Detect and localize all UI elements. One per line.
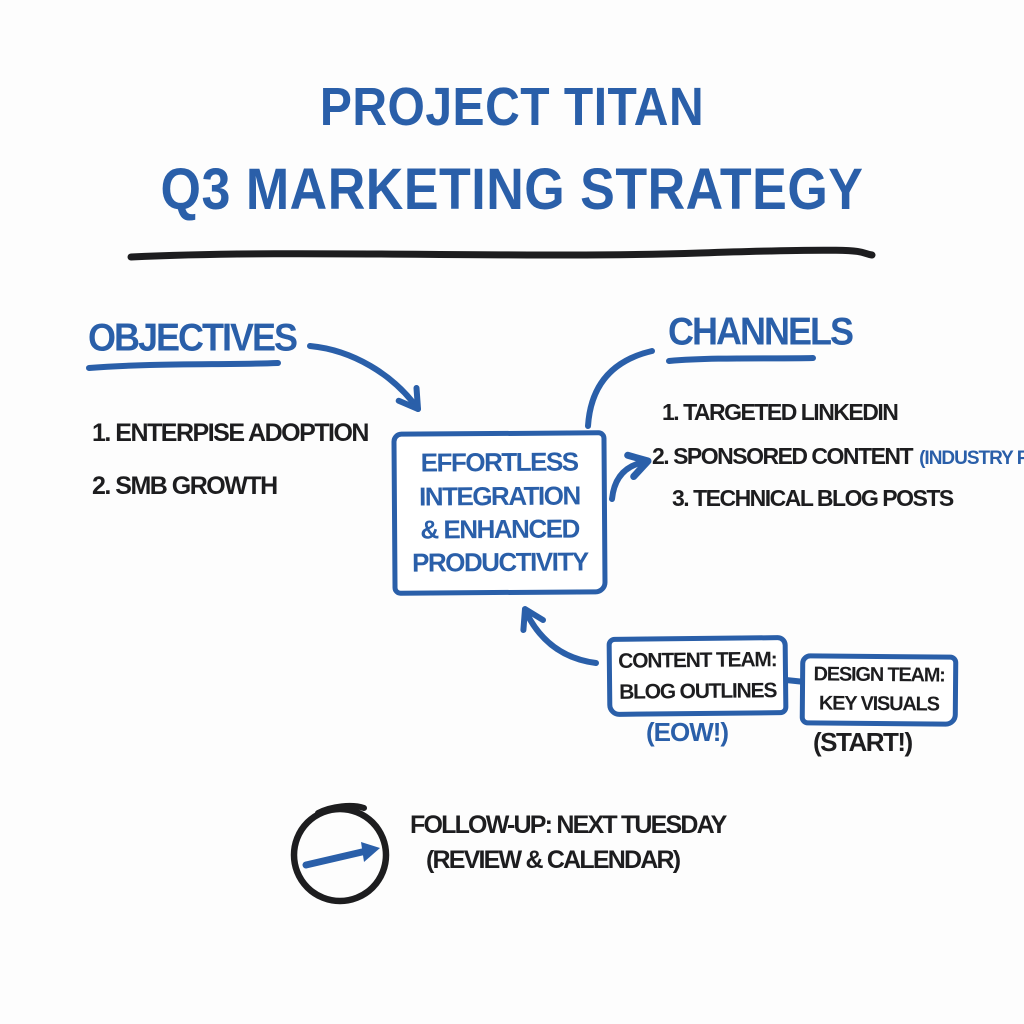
channels-item-2-note: (INDUSTRY PUBS): [919, 448, 1024, 469]
design-team-deliverable: KEY VISUALS: [818, 692, 939, 716]
value-prop-line-2: INTEGRATION: [418, 480, 580, 512]
channels-item-2: 2. SPONSORED CONTENT(INDUSTRY PUBS): [652, 443, 1024, 469]
content-team-box: CONTENT TEAM: BLOG OUTLINES: [606, 635, 789, 717]
circle-right-arrow-icon: [290, 802, 390, 905]
objectives-item-2: 2. SMB GROWTH: [92, 472, 278, 500]
followup-line1: FOLLOW-UP: NEXT TUESDAY: [410, 811, 727, 839]
objectives-to-box-arrow: [307, 343, 421, 412]
channels-item-1: 1. TARGETED LINKEDIN: [662, 399, 899, 425]
title-underline: [127, 246, 876, 261]
content-team-to-box-arrow: [520, 606, 599, 666]
content-team-title: CONTENT TEAM:: [618, 647, 777, 673]
value-prop-line-1: EFFORTLESS: [420, 446, 578, 479]
value-prop-box: EFFORTLESS INTEGRATION & ENHANCED PRODUC…: [391, 430, 608, 596]
channels-underline: [666, 355, 816, 364]
box-to-sponsored-arrow: [609, 451, 652, 502]
objectives-heading: OBJECTIVES: [88, 314, 298, 360]
value-prop-line-3: & ENHANCED: [420, 513, 579, 545]
channels-heading: CHANNELS: [668, 308, 854, 354]
box-to-channels-connector: [585, 348, 655, 429]
value-prop-line-4: PRODUCTIVITY: [411, 546, 588, 578]
page-title-line2: Q3 MARKETING STRATEGY: [160, 157, 864, 223]
channels-item-3: 3. TECHNICAL BLOG POSTS: [672, 485, 954, 511]
channels-item-1-text: 1. TARGETED LINKEDIN: [662, 399, 899, 425]
objectives-item-1: 1. ENTERPISE ADOPTION: [92, 419, 369, 447]
followup-line2: (REVIEW & CALENDAR): [426, 846, 681, 874]
objectives-underline: [86, 360, 281, 371]
content-team-deliverable: BLOG OUTLINES: [618, 679, 777, 704]
content-team-deadline: (EOW!): [646, 717, 729, 747]
channels-item-2-text: 2. SPONSORED CONTENT: [652, 443, 914, 469]
design-team-title: DESIGN TEAM:: [813, 663, 945, 687]
page-title-line1: PROJECT TITAN: [319, 77, 705, 138]
channels-item-3-text: 3. TECHNICAL BLOG POSTS: [672, 485, 954, 511]
design-team-box: DESIGN TEAM: KEY VISUALS: [799, 653, 959, 727]
design-team-deadline: (START!): [813, 727, 913, 757]
